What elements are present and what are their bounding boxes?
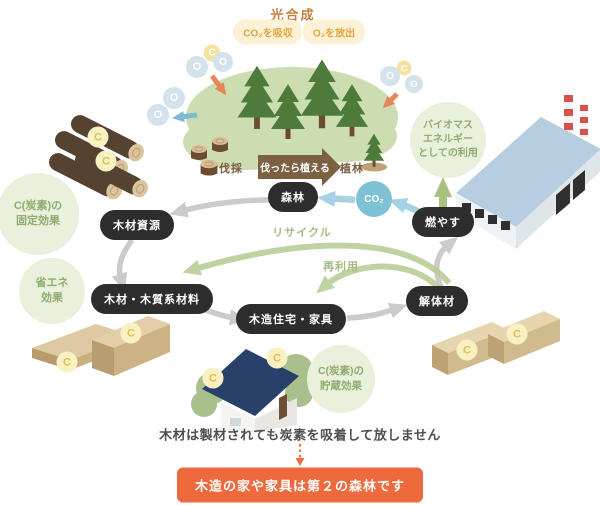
reuse-label: 再利用 <box>323 261 359 273</box>
second-forest-banner: 木造の家や家具は第２の森林です <box>176 467 424 503</box>
carbon-badge-beams: C <box>506 323 528 345</box>
carbon-badge-logs: C <box>87 126 109 148</box>
arrow-demolition-to-burn <box>434 236 459 289</box>
o2-release-arrow <box>172 111 198 123</box>
carbon-badge-house: C <box>266 347 288 369</box>
carbon-storage-effect-circle: C(炭素)の 貯蔵効果 <box>307 345 375 413</box>
replant-arrow-label: 伐ったら植える <box>260 163 330 175</box>
node-wood-materials: 木材・木質系材料 <box>91 284 213 314</box>
recycle-label: リサイクル <box>272 227 332 239</box>
carbon-badge-logs: C <box>95 150 117 172</box>
carbon-badge-house: C <box>202 367 224 389</box>
oxygen-molecule-icon: O <box>186 56 208 78</box>
energy-saving-effect-circle: 省エネ 効果 <box>19 258 85 324</box>
arrow-recycle-curve <box>182 242 452 285</box>
left-planks-illustration <box>32 316 170 376</box>
carbon-fixation-line: 固定効果 <box>16 215 60 227</box>
energy-saving-line: 効果 <box>41 292 63 304</box>
factory-illustration <box>456 95 600 249</box>
carbon-badge-planks: C <box>56 351 78 373</box>
house-illustration <box>191 349 314 432</box>
oxygen-molecule-icon: O <box>163 87 185 109</box>
node-forest: 森林 <box>268 182 318 212</box>
co2-node-circle: CO₂ <box>356 181 392 217</box>
co2-into-forest-left-arrow <box>210 74 227 96</box>
arrow-co2-to-forest <box>317 190 356 207</box>
carbon-fixation-line: C(炭素)の <box>13 199 63 212</box>
node-wood-resource: 木材資源 <box>100 210 174 240</box>
logging-label: 伐採 <box>219 163 243 175</box>
replant-arrow-shape <box>258 148 341 186</box>
oxygen-molecule-icon: O <box>405 75 423 93</box>
co2-absorb-badge: CO₂を吸収 <box>233 19 303 45</box>
right-beams-illustration <box>432 311 560 375</box>
photosynthesis-title: 光合成 <box>270 7 316 23</box>
carbon-storage-line: 貯蔵効果 <box>320 380 362 392</box>
carbon-fixation-effect-circle: C(炭素)の 固定効果 <box>0 173 79 255</box>
node-burn: 燃やす <box>412 207 474 237</box>
oxygen-molecule-icon: O <box>213 52 233 72</box>
biomass-effect-line: バイオマス <box>423 120 473 131</box>
arrow-house-to-demolition <box>346 302 408 321</box>
carbon-badge-beams: C <box>456 339 478 361</box>
carbon-storage-line: C(炭素)の <box>317 365 365 378</box>
arrow-reuse-curve <box>316 263 441 294</box>
oxygen-molecule-icon: O <box>380 66 400 86</box>
energy-saving-line: 省エネ <box>35 276 69 289</box>
biomass-effect-line: エネルギー <box>423 134 473 145</box>
dotted-arrow-head <box>295 458 305 466</box>
carbon-badge-planks: C <box>120 322 142 344</box>
arrow-wood-resource-to-materials <box>111 238 135 292</box>
node-demolition-material: 解体材 <box>406 286 468 316</box>
oxygen-molecule-icon: O <box>147 104 169 126</box>
node-wooden-house-furniture: 木造住宅・家具 <box>236 304 346 334</box>
carbon-retention-note: 木材は製材されても炭素を吸着して放しません <box>159 427 441 443</box>
carbon-molecule-icon: C <box>396 60 412 76</box>
biomass-effect-circle: バイオマス エネルギー としての利用 <box>410 102 486 178</box>
co2-into-forest-right-arrow <box>382 92 399 109</box>
biomass-effect-line: としての利用 <box>418 148 478 159</box>
o2-release-badge: O₂を放出 <box>302 19 366 45</box>
afforestation-label: 植林 <box>340 163 364 175</box>
